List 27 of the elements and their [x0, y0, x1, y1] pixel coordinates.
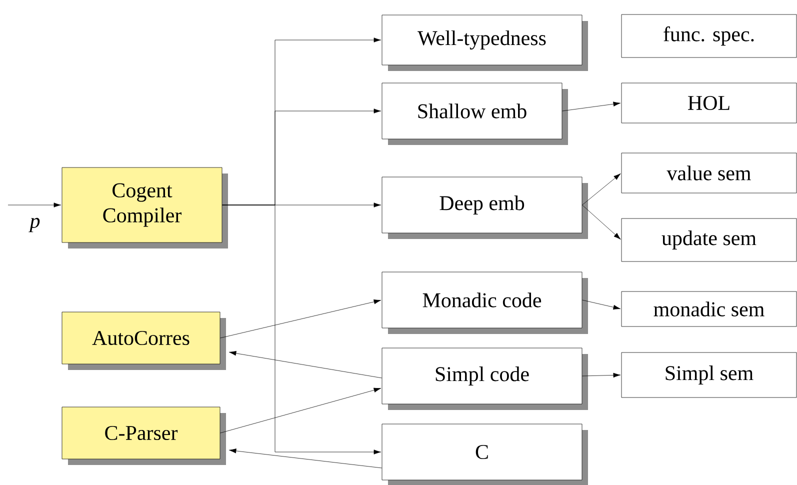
- arrow: [582, 173, 621, 206]
- arrow: [228, 350, 382, 378]
- artifact-box: value sem: [621, 152, 797, 194]
- artifact-box: Shallow emb: [382, 82, 568, 145]
- artifact-box: func. spec.: [621, 14, 797, 58]
- arrow: [582, 300, 621, 310]
- artifact-box: monadic sem: [621, 291, 797, 327]
- artifact-box: C: [382, 424, 588, 485]
- tool-box: AutoCorres: [62, 312, 226, 370]
- artifact-box: Monadic code: [382, 272, 588, 334]
- artifact-box: Simpl sem: [621, 352, 797, 398]
- tool-box: Cogent Compiler: [62, 167, 228, 248]
- artifact-box: Deep emb: [382, 176, 588, 239]
- artifact-box: update sem: [621, 218, 797, 262]
- arrow: [228, 448, 382, 468]
- arrow: [220, 299, 382, 338]
- arrow: [582, 204, 621, 240]
- arrow: [220, 388, 382, 434]
- tool-box: C-Parser: [62, 406, 226, 465]
- arrow: [8, 202, 62, 208]
- artifact-box: HOL: [621, 82, 797, 124]
- arrow: [582, 372, 621, 378]
- arrow: [562, 102, 621, 112]
- arrow: [222, 204, 382, 454]
- artifact-box: Simpl code: [382, 348, 588, 410]
- artifact-box: Well-typedness: [382, 14, 588, 71]
- edge-label: p: [28, 216, 42, 234]
